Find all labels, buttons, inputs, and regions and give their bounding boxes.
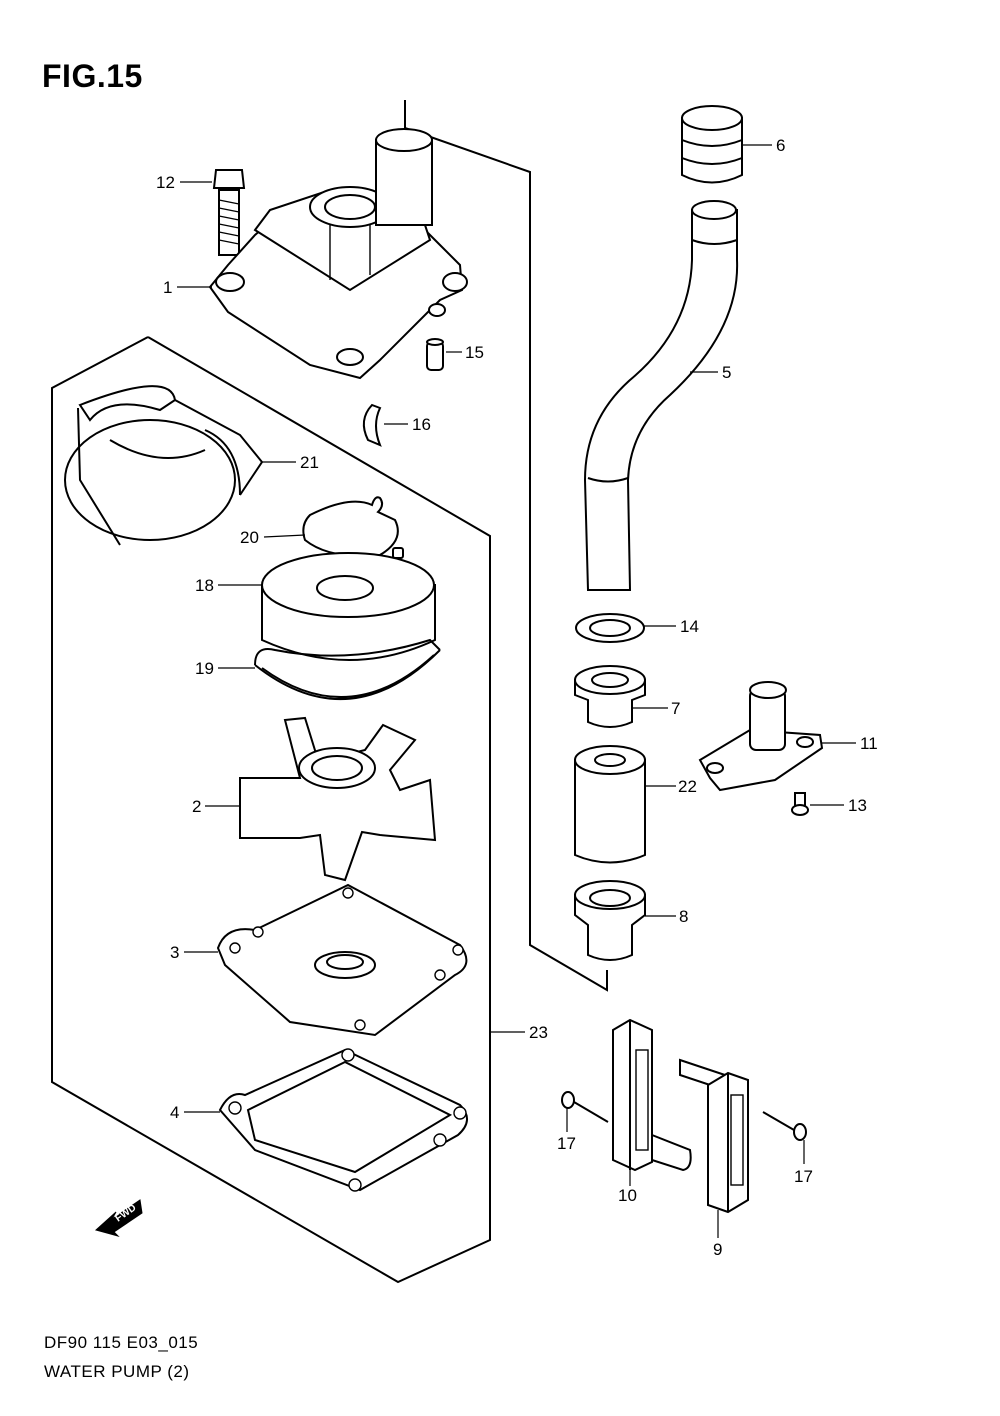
callout-11[interactable]: 11 — [860, 734, 878, 753]
figure-title: FIG.15 — [42, 58, 143, 94]
callout-17-right[interactable]: 17 — [794, 1167, 813, 1186]
model-code: DF90 115 E03_015 — [44, 1333, 199, 1352]
callout-9[interactable]: 9 — [713, 1240, 722, 1259]
callout-16[interactable]: 16 — [412, 415, 431, 434]
callout-22[interactable]: 22 — [678, 777, 697, 796]
water-tube-5[interactable] — [583, 200, 739, 591]
callout-15[interactable]: 15 — [465, 343, 484, 362]
callout-4[interactable]: 4 — [170, 1103, 179, 1122]
callout-labels: 12 1 15 16 21 20 18 19 2 3 4 23 6 5 14 7… — [156, 136, 878, 1259]
impeller-2[interactable] — [239, 716, 437, 882]
o-ring-19[interactable] — [254, 638, 441, 701]
bushing-7[interactable] — [574, 665, 646, 728]
callout-20[interactable]: 20 — [240, 528, 259, 547]
callout-19[interactable]: 19 — [195, 659, 214, 678]
callout-12[interactable]: 12 — [156, 173, 175, 192]
callout-8[interactable]: 8 — [679, 907, 688, 926]
callout-3[interactable]: 3 — [170, 943, 179, 962]
impeller-housing-18[interactable] — [261, 547, 436, 661]
seal-ring-20[interactable] — [302, 496, 399, 557]
callout-2[interactable]: 2 — [192, 797, 201, 816]
dowel-pin-15[interactable] — [426, 338, 444, 371]
callout-17-left[interactable]: 17 — [557, 1134, 576, 1153]
leader-lines — [177, 144, 856, 1238]
water-inlet-11[interactable] — [698, 681, 824, 792]
screw-17-left[interactable] — [561, 1091, 609, 1123]
assembly-name: WATER PUMP (2) — [44, 1362, 190, 1381]
callout-14[interactable]: 14 — [680, 617, 699, 636]
callout-1[interactable]: 1 — [163, 278, 172, 297]
callout-23[interactable]: 23 — [529, 1023, 548, 1042]
kit-frame-23 — [51, 336, 491, 1284]
bolt-12[interactable] — [212, 169, 246, 256]
callout-7[interactable]: 7 — [671, 699, 680, 718]
grommet-6[interactable] — [681, 105, 743, 184]
callout-21[interactable]: 21 — [300, 453, 319, 472]
fwd-arrow: FWD — [94, 1199, 143, 1237]
guide-8[interactable] — [574, 880, 646, 961]
screw-13[interactable] — [791, 792, 809, 816]
sleeve-22[interactable] — [574, 745, 646, 864]
callout-6[interactable]: 6 — [776, 136, 785, 155]
bracket-10[interactable] — [612, 1018, 692, 1172]
callout-5[interactable]: 5 — [722, 363, 731, 382]
liner-guide-21[interactable] — [64, 385, 264, 546]
callout-10[interactable]: 10 — [618, 1186, 637, 1205]
strainer-9[interactable] — [679, 1058, 749, 1214]
callout-18[interactable]: 18 — [195, 576, 214, 595]
right-assembly-frame — [404, 100, 608, 992]
callout-13[interactable]: 13 — [848, 796, 867, 815]
seal-14[interactable] — [575, 613, 645, 643]
pump-case-1[interactable] — [208, 128, 468, 380]
gasket-4[interactable] — [218, 1048, 468, 1192]
key-16[interactable] — [362, 403, 382, 447]
screw-17-right[interactable] — [762, 1111, 807, 1141]
wear-plate-3[interactable] — [216, 883, 468, 1037]
